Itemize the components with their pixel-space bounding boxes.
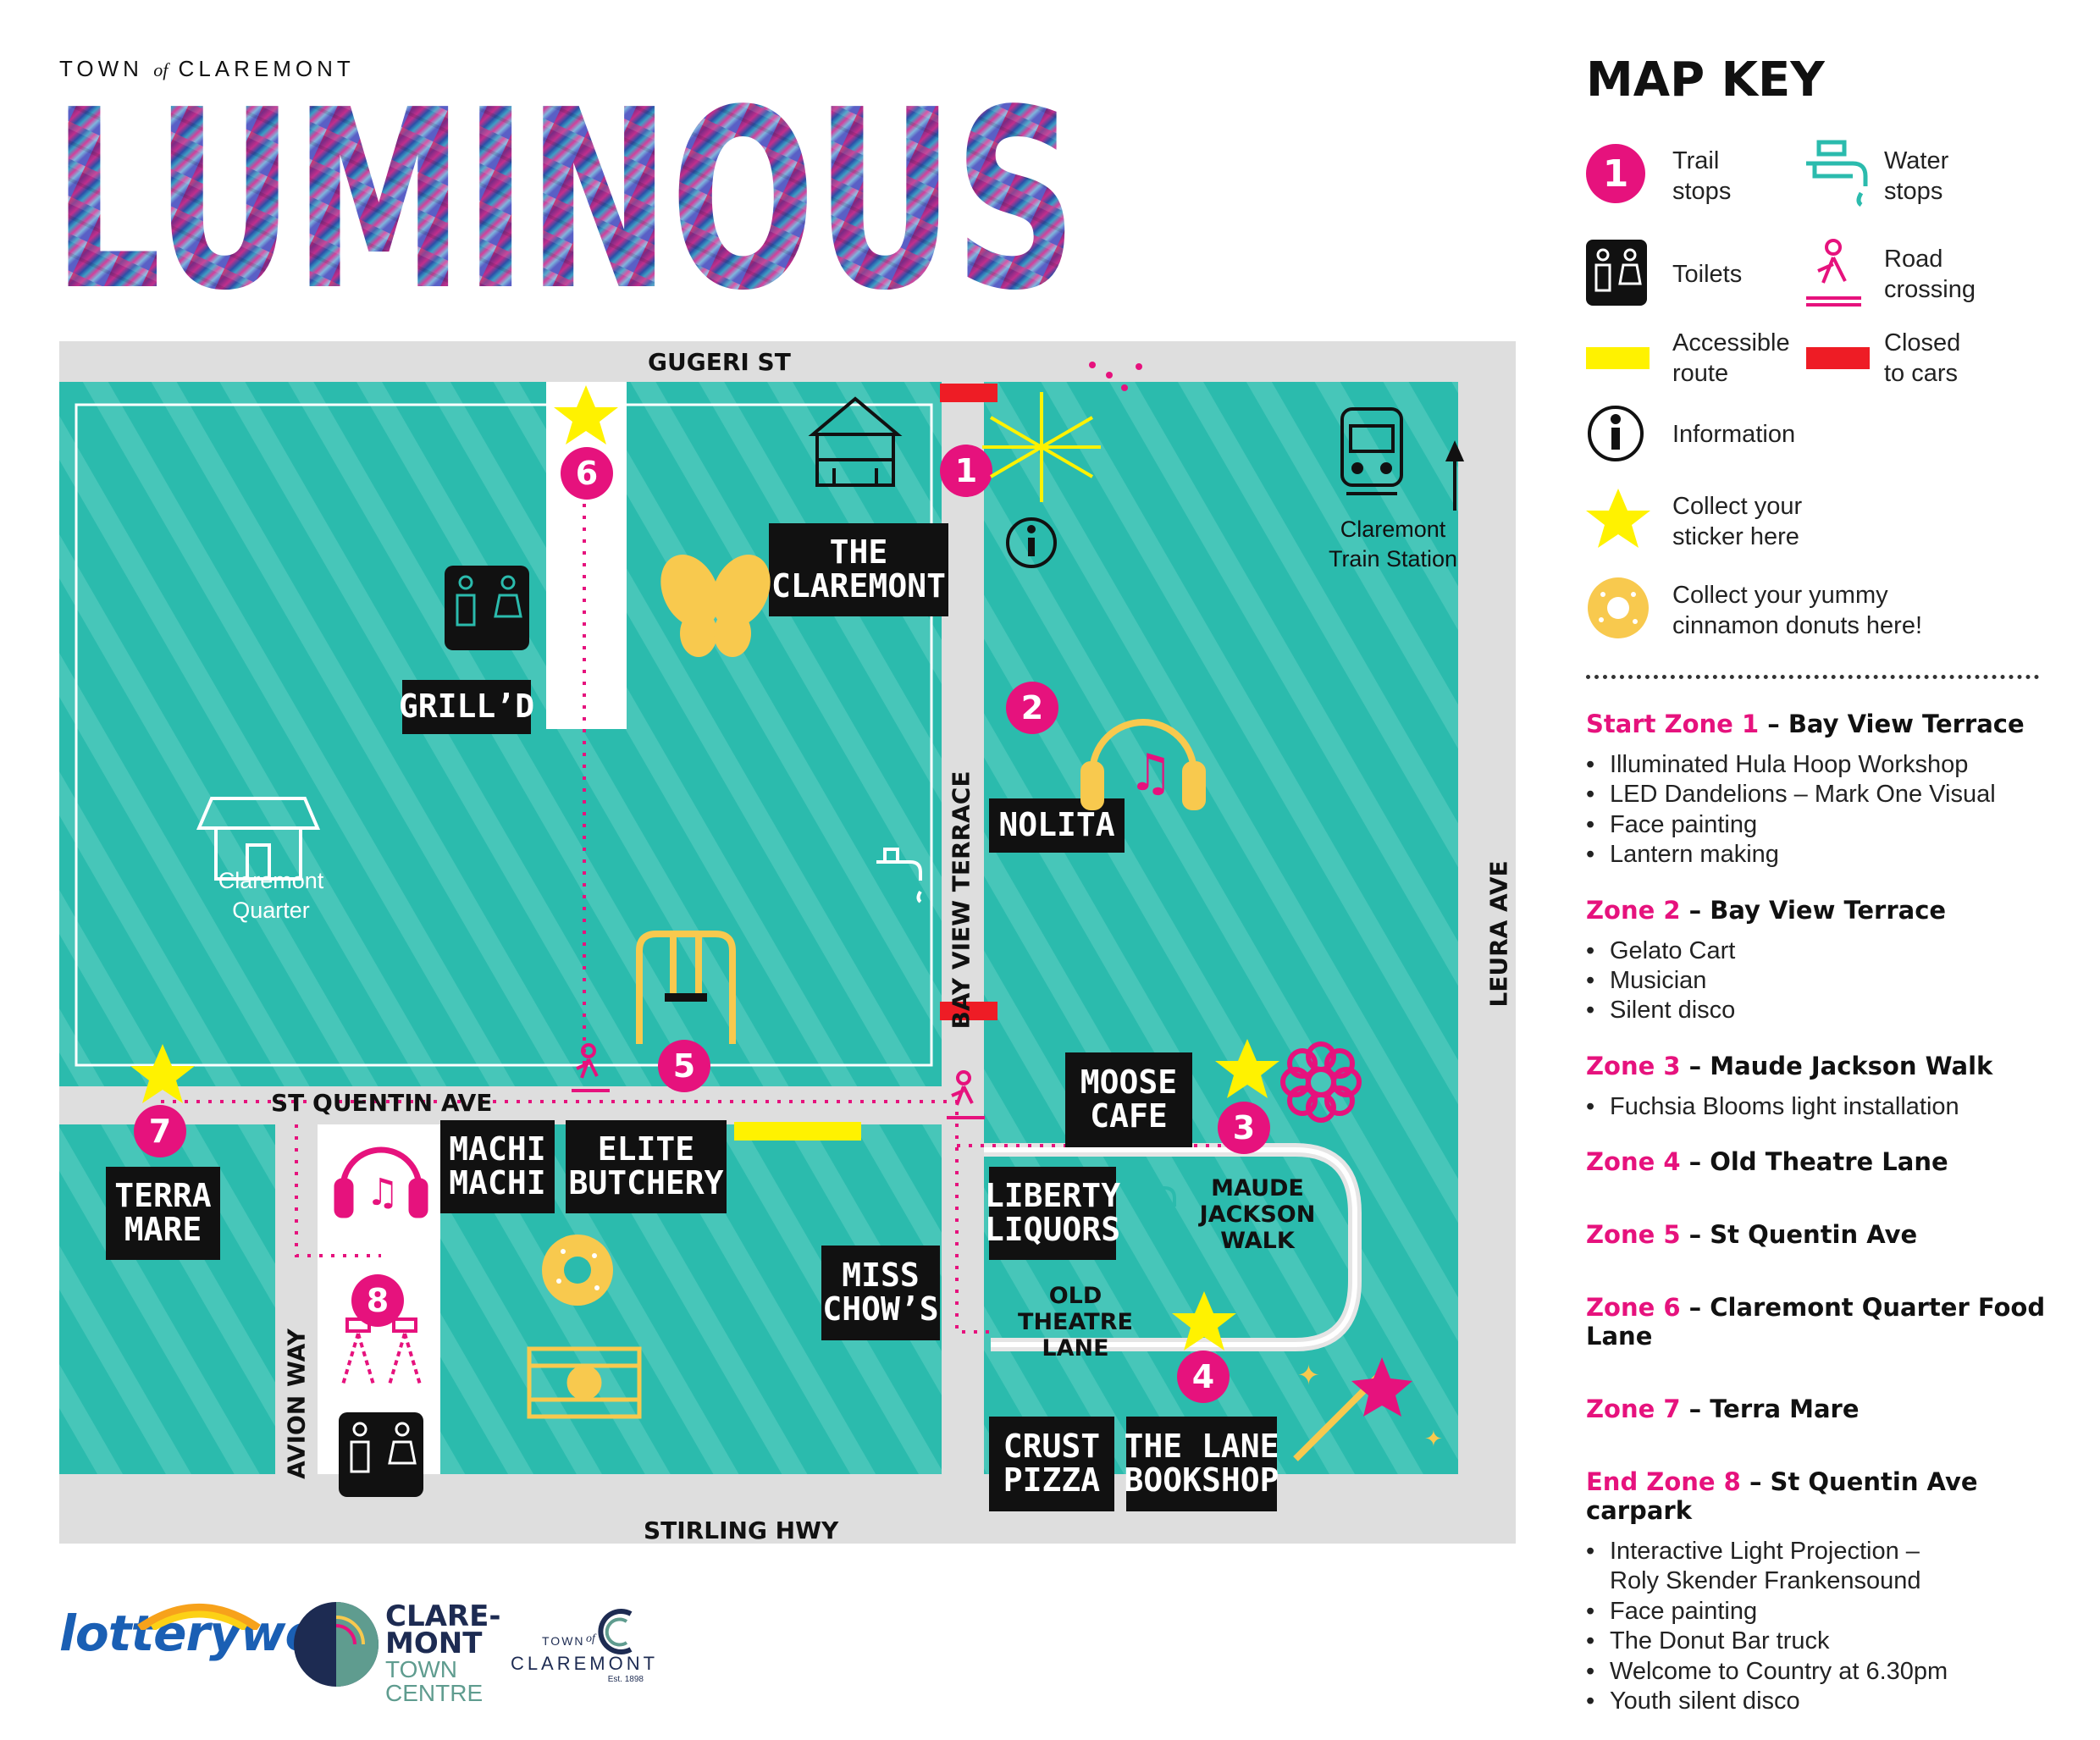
key-information-icon (1588, 406, 1644, 461)
zone-3: Zone 3 – Maude Jackson Walk Fuchsia Bloo… (1586, 1052, 2086, 1122)
town-of-claremont-heading: TOWN of CLAREMONT (59, 56, 355, 81)
lotterywest-rainbow-icon (137, 1604, 261, 1630)
map-ground (59, 341, 1516, 1544)
key-road-crossing-icon (1806, 239, 1861, 307)
luminous-title: LUMINOUS (52, 76, 1077, 305)
zone-6: Zone 6 – Claremont Quarter Food Lane (1586, 1293, 2046, 1351)
trail-stop-6[interactable]: 6 (561, 447, 613, 500)
trail-stop-5[interactable]: 5 (658, 1040, 710, 1092)
trail-stop-3[interactable]: 3 (1218, 1102, 1270, 1154)
claremont-town-centre-logo: CLARE- MONT TOWN CENTRE (385, 1599, 501, 1706)
map-key-title: MAP KEY (1586, 52, 1825, 108)
street-bay-view: BAY VIEW TERRACE (947, 771, 975, 1030)
key-closed-to-cars-swatch (1806, 347, 1870, 369)
festival-map: GUGERI ST ST QUENTIN AVE STIRLING HWY BA… (59, 341, 1516, 1544)
trail-stop-1[interactable]: 1 (940, 445, 992, 497)
key-toilets-icon (1586, 240, 1647, 306)
zone-5: Zone 5 – St Quentin Ave (1586, 1220, 1918, 1249)
key-sticker-star-icon (1586, 489, 1650, 548)
key-toilets: Toilets (1672, 261, 1743, 288)
venue-grilld: GRILL’D (399, 680, 534, 734)
trail-stop-4[interactable]: 4 (1177, 1351, 1230, 1403)
key-water-tap-icon (1806, 140, 1868, 207)
street-st-quentin: ST QUENTIN AVE (271, 1089, 493, 1117)
claremont-town-centre-logo-icon (294, 1602, 379, 1687)
key-accessible-route-swatch (1586, 347, 1650, 369)
key-donut-icon (1588, 577, 1649, 638)
trail-stop-2[interactable]: 2 (1006, 682, 1058, 734)
svg-text:LUMINOUS: LUMINOUS (52, 76, 1077, 305)
zone-1: Start Zone 1 – Bay View Terrace Illumina… (1586, 710, 2086, 870)
zone-4: Zone 4 – Old Theatre Lane (1586, 1147, 1948, 1176)
trail-stop-7[interactable]: 7 (134, 1105, 186, 1157)
zone-2: Zone 2 – Bay View Terrace Gelato CartMus… (1586, 896, 2086, 1026)
zone-8: End Zone 8 – St Quentin Ave carpark Inte… (1586, 1467, 2086, 1716)
town-of-claremont-logo: TOWN of CLAREMONT Est. 1898 (508, 1609, 660, 1684)
street-gugeri: GUGERI ST (648, 348, 791, 376)
key-trail-stop-icon: 1 (1586, 144, 1645, 203)
venue-nolita: NOLITA (989, 798, 1125, 853)
street-avion: AVION WAY (282, 1328, 311, 1479)
key-divider (1586, 675, 2039, 679)
claremont-c-logo-icon (598, 1609, 633, 1654)
street-leura: LEURA AVE (1484, 860, 1513, 1008)
zone-7: Zone 7 – Terra Mare (1586, 1395, 1860, 1423)
key-information: Information (1672, 421, 1796, 448)
zone-list: Start Zone 1 – Bay View Terrace Illumina… (1586, 710, 2086, 1716)
trail-stop-8[interactable]: 8 (351, 1274, 404, 1327)
street-stirling: STIRLING HWY (644, 1516, 839, 1544)
